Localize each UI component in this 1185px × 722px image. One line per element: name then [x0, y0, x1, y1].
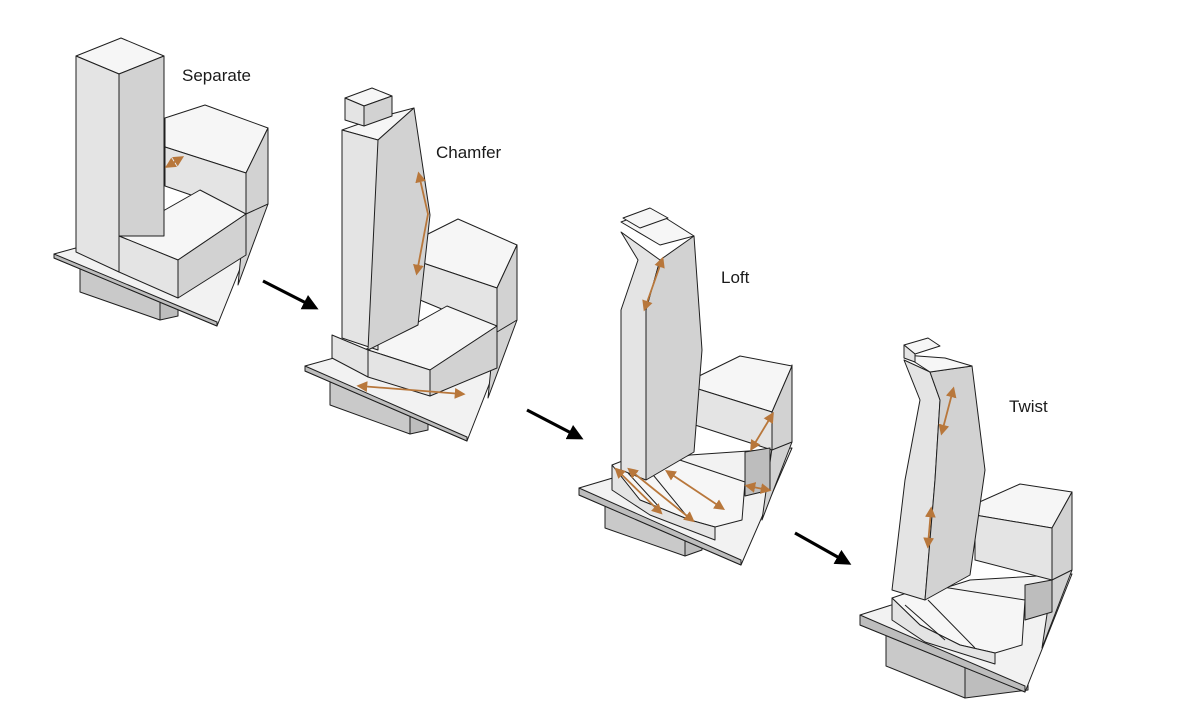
step-label-loft: Loft [721, 268, 750, 287]
adjust-arrow-chamfer-base [356, 381, 466, 399]
adjust-arrow-loft-wing [750, 411, 774, 452]
adjust-arrow-loft-top [642, 256, 665, 312]
adjust-arrow-twist-mid [923, 506, 936, 549]
model-separate [53, 37, 269, 327]
model-loft [578, 207, 793, 566]
flow-arrow-1 [262, 279, 319, 310]
adjust-arrow-loft-base-3 [614, 467, 663, 515]
flow-arrow-2 [526, 408, 584, 440]
flow-arrow-3 [794, 531, 852, 565]
adjust-arrow-separate [164, 156, 185, 168]
step-label-separate: Separate [182, 66, 251, 85]
adjust-arrow-chamfer-tower [413, 171, 429, 276]
model-twist [859, 337, 1073, 699]
adjust-arrow-loft-step [744, 482, 772, 494]
step-label-chamfer: Chamfer [436, 143, 502, 162]
step-label-twist: Twist [1009, 397, 1048, 416]
model-chamfer [304, 87, 518, 442]
adjust-arrow-twist-top [938, 386, 957, 436]
